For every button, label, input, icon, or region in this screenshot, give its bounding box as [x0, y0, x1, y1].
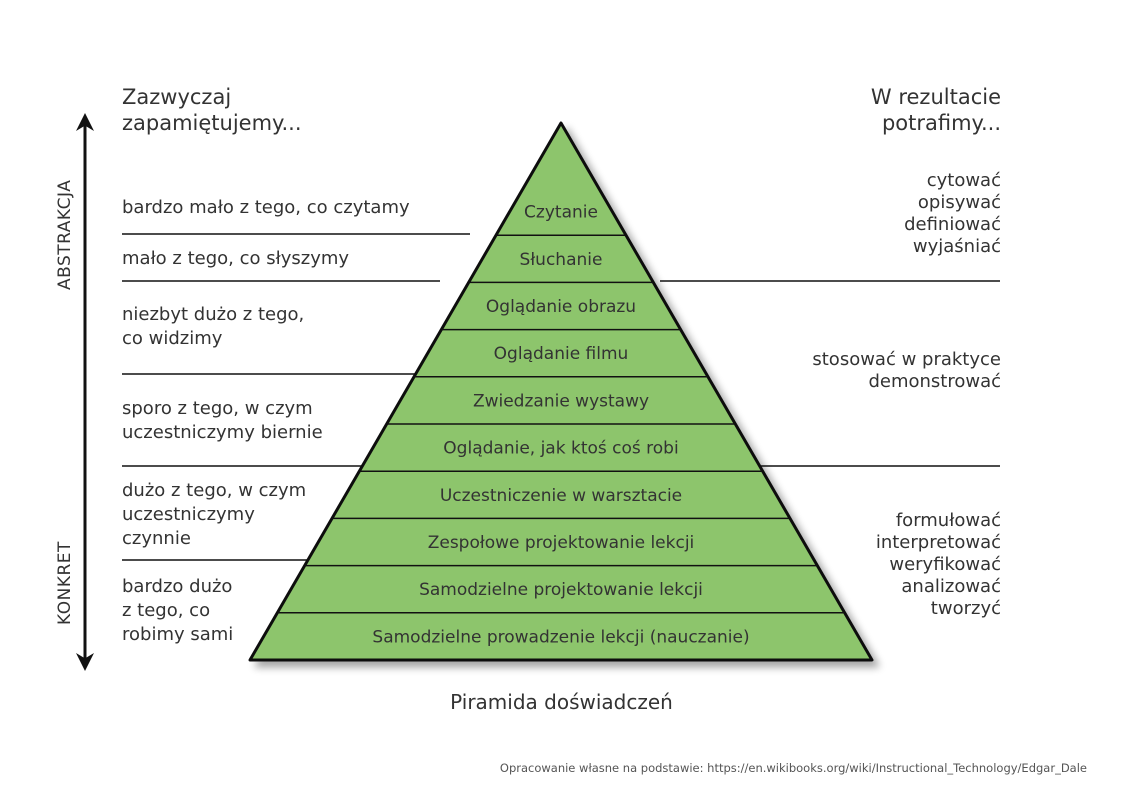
left-heading-line: Zazwyczaj	[122, 85, 232, 109]
pyramid-layer-label: Oglądanie filmu	[494, 344, 629, 364]
left-heading: Zazwyczaj zapamiętujemy...	[122, 84, 302, 136]
outcome-verb: demonstrować	[868, 371, 1001, 392]
pyramid-layer-label: Słuchanie	[520, 250, 603, 270]
retention-label-passive: sporo z tego, w czym uczestniczymy biern…	[122, 397, 462, 445]
outcome-group-basic: cytować opisywać definiować wyjaśniać	[904, 170, 1001, 258]
retention-line: dużo z tego, w czym	[122, 480, 307, 501]
retention-line: bardzo dużo	[122, 576, 233, 597]
retention-label-reading: bardzo mało z tego, co czytamy	[122, 196, 462, 220]
retention-label-doing: bardzo dużo z tego, co robimy sami	[122, 575, 462, 647]
retention-line: co widzimy	[122, 328, 223, 349]
pyramid-layer-label: Czytanie	[524, 203, 598, 223]
pyramid-layer-label: Zespołowe projektowanie lekcji	[428, 533, 695, 553]
pyramid-layer-label: Uczestniczenie w warsztacie	[440, 486, 682, 506]
retention-line: z tego, co	[122, 600, 211, 621]
axis-label-bottom: KONKRET	[55, 541, 75, 625]
source-note: Opracowanie własne na podstawie: https:/…	[499, 761, 1087, 775]
left-separators	[122, 233, 470, 561]
pyramid-layer-label: Oglądanie obrazu	[486, 297, 636, 317]
retention-line: mało z tego, co słyszymy	[122, 248, 350, 269]
pyramid-shape	[248, 121, 874, 662]
right-heading-line: potrafimy...	[881, 111, 1001, 135]
right-heading: W rezultacie potrafimy...	[871, 84, 1001, 136]
retention-line: czynnie	[122, 528, 191, 549]
retention-line: niezbyt dużo z tego,	[122, 304, 305, 325]
diagram-caption: Piramida doświadczeń	[450, 690, 673, 714]
outcome-verb: cytować	[926, 170, 1001, 191]
outcome-verb: formułować	[895, 510, 1001, 531]
retention-line: sporo z tego, w czym	[122, 398, 313, 419]
retention-label-active: dużo z tego, w czym uczestniczymy czynni…	[122, 479, 462, 551]
pyramid-layer-label: Samodzielne prowadzenie lekcji (nauczani…	[372, 627, 749, 647]
pyramid-layer-label: Samodzielne projektowanie lekcji	[419, 580, 703, 600]
right-heading-line: W rezultacie	[870, 85, 1001, 109]
outcome-group-applied: stosować w praktyce demonstrować	[812, 349, 1001, 393]
outcome-verb: tworzyć	[930, 598, 1001, 619]
retention-line: uczestniczymy	[122, 504, 255, 525]
pyramid-layer-dividers	[277, 234, 845, 614]
right-separators	[660, 280, 1000, 467]
retention-line: robimy sami	[122, 624, 234, 645]
left-heading-line: zapamiętujemy...	[122, 111, 302, 135]
pyramid-layer-label: Oglądanie, jak ktoś coś robi	[443, 439, 678, 459]
retention-label-seeing: niezbyt dużo z tego, co widzimy	[122, 303, 462, 351]
retention-label-hearing: mało z tego, co słyszymy	[122, 247, 462, 271]
axis-label-top: ABSTRAKCJA	[55, 180, 75, 290]
outcome-verb: analizować	[901, 576, 1001, 597]
outcome-verb: weryfikować	[889, 554, 1001, 575]
outcome-verb: stosować w praktyce	[812, 349, 1001, 370]
outcome-verb: opisywać	[917, 192, 1001, 213]
pyramid-layer-label: Zwiedzanie wystawy	[473, 391, 649, 411]
outcome-group-advanced: formułować interpretować weryfikować ana…	[876, 510, 1001, 620]
outcome-verb: interpretować	[875, 532, 1001, 553]
retention-line: uczestniczymy biernie	[122, 422, 323, 443]
outcome-verb: wyjaśniać	[912, 236, 1001, 257]
outcome-verb: definiować	[904, 214, 1001, 235]
retention-line: bardzo mało z tego, co czytamy	[122, 197, 410, 218]
